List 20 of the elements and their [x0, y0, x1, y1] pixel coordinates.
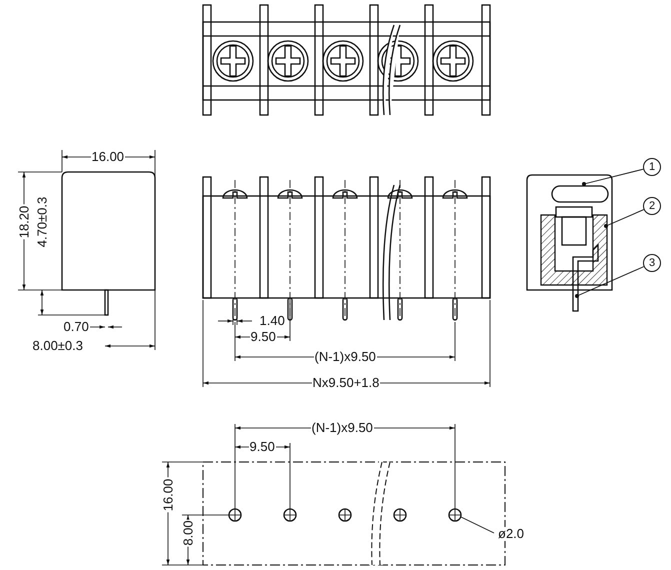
dimension-value: 18.20	[16, 204, 31, 240]
callout-number: 3	[643, 254, 661, 272]
dimension-value: 16.00	[90, 150, 126, 164]
dimension-value: 8.00	[181, 519, 196, 547]
dimension-value: 4.70±0.3	[34, 196, 49, 248]
dimension-value: 0.70	[62, 320, 90, 334]
dimension-value: 9.50	[250, 330, 277, 344]
dimension-value: Nx9.50+1.8	[312, 376, 380, 390]
dimension-value: (N-1)x9.50	[310, 421, 374, 435]
leader-line	[575, 266, 644, 298]
callout-number: 2	[643, 197, 661, 215]
dimension-value: ø2.0	[497, 527, 526, 541]
dimension-value: 8.00±0.3	[32, 339, 84, 353]
leader-line	[604, 209, 644, 228]
leader-line	[582, 168, 644, 186]
dimension-value: 9.50	[248, 440, 276, 454]
dimension-value: 1.40	[258, 314, 286, 328]
dimension-value: (N-1)x9.50	[314, 350, 377, 364]
dimension-value: 16.00	[160, 478, 175, 512]
callout-number: 1	[643, 158, 661, 176]
